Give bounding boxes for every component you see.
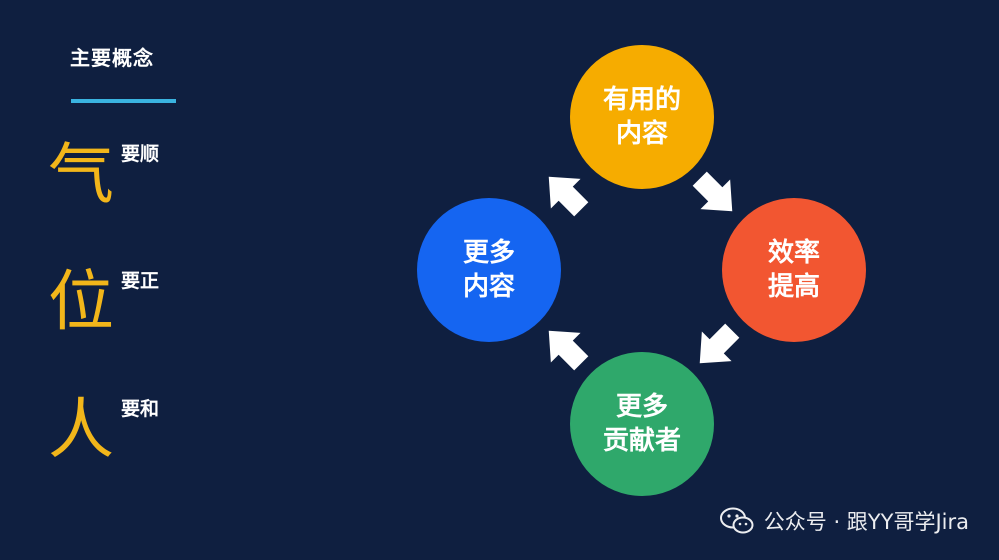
arrow-up-right-icon (548, 176, 589, 217)
section-heading: 主要概念 (70, 46, 154, 70)
heading-underline (71, 99, 176, 103)
cycle-node-line: 有用的 (602, 85, 681, 115)
arrow-up-left-icon (548, 330, 589, 371)
concept-character: 位 (48, 263, 114, 340)
cycle-node-line: 更多 (462, 238, 515, 268)
concept-item: 人 要和 (48, 390, 208, 470)
concept-item: 气 要顺 (48, 135, 208, 215)
cycle-node-line: 效率 (767, 238, 820, 268)
arrow-down-right-icon (692, 171, 733, 212)
cycle-node-useful-content: 有用的 内容 (570, 45, 714, 189)
wechat-icon (719, 507, 754, 534)
cycle-node-line: 提高 (767, 272, 820, 302)
cycle-node-contributors: 更多 贡献者 (570, 352, 714, 496)
concept-character: 人 (48, 391, 114, 468)
cycle-node-line: 内容 (615, 119, 668, 149)
arrow-down-left-icon (699, 323, 740, 364)
cycle-node-line: 贡献者 (602, 426, 681, 456)
concept-caption: 要正 (121, 270, 160, 292)
concept-item: 位 要正 (48, 262, 208, 342)
concept-caption: 要和 (121, 398, 160, 420)
cycle-node-line: 内容 (462, 272, 515, 302)
cycle-node-line: 更多 (615, 392, 668, 422)
watermark: 公众号 · 跟YY哥学Jira (719, 506, 969, 536)
concept-caption: 要顺 (121, 143, 160, 165)
cycle-node-more-content: 更多 内容 (417, 198, 561, 342)
concept-character: 气 (48, 136, 114, 213)
watermark-text: 公众号 · 跟YY哥学Jira (763, 510, 969, 534)
cycle-node-efficiency: 效率 提高 (722, 198, 866, 342)
